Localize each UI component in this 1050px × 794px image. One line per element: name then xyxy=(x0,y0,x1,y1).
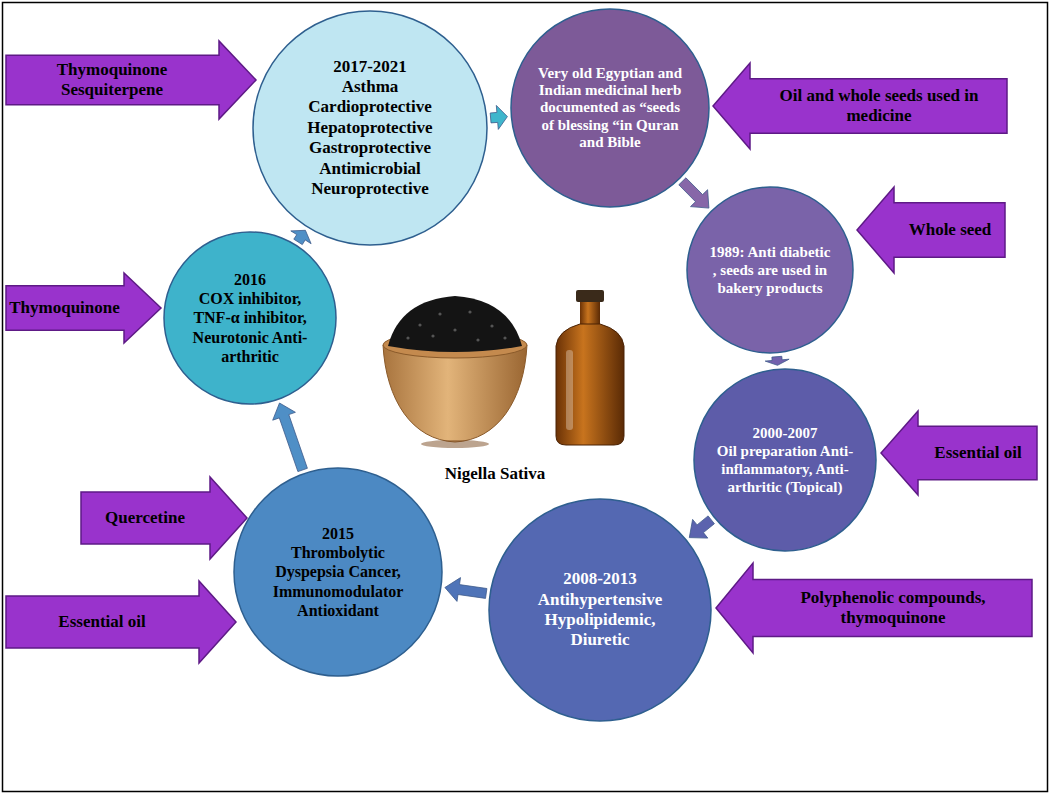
text-group: Thymoquinone xyxy=(9,298,120,318)
circle-text: Very old Egyptian and Indian medicinal h… xyxy=(538,65,683,151)
arrow-shape xyxy=(881,411,1037,495)
arrow-shape xyxy=(6,581,236,663)
text-group: 2016COX inhibitor, TNF-α inhibitor, Neur… xyxy=(190,270,310,366)
year-heading: 2000-2007 xyxy=(713,424,858,442)
source-arrow: Oil and whole seeds used in medicine xyxy=(712,62,1008,150)
timeline-circle: 1989: Anti diabetic , seeds are used in … xyxy=(686,186,854,354)
text-group: Essential oil xyxy=(58,612,145,632)
text-area: Very old Egyptian and Indian medicinal h… xyxy=(510,8,710,208)
text-group: 2000-2007Oil preparation Anti-inflammato… xyxy=(713,424,858,496)
source-arrow: Whole seed xyxy=(856,186,1006,274)
arrow-shape xyxy=(857,187,1005,273)
circle-text: COX inhibitor, TNF-α inhibitor, Neuroton… xyxy=(190,289,310,366)
cycle-arrow xyxy=(679,178,709,208)
text-group: Very old Egyptian and Indian medicinal h… xyxy=(538,65,683,151)
circle-text: Asthma Cardioprotective Hepatoprotective… xyxy=(294,77,446,199)
text-group: Thymoquinone Sesquiterpene xyxy=(37,60,187,101)
text-area: 2000-2007Oil preparation Anti-inflammato… xyxy=(693,368,877,552)
text-area: Thymoquinone Sesquiterpene xyxy=(5,55,219,105)
source-arrow: Essential oil xyxy=(5,580,237,664)
source-label: Polyphenolic compounds, thymoquinone xyxy=(788,588,998,629)
arrow-shape xyxy=(716,563,1032,653)
year-heading: 2017-2021 xyxy=(294,57,446,77)
circle-shape xyxy=(253,11,487,245)
source-arrow: Essential oil xyxy=(880,410,1038,496)
text-area: Essential oil xyxy=(918,426,1038,479)
source-arrow: Thymoquinone Sesquiterpene xyxy=(5,40,257,120)
circle-text: 1989: Anti diabetic , seeds are used in … xyxy=(708,243,833,297)
source-arrow: Thymoquinone xyxy=(5,272,162,344)
source-label: Whole seed xyxy=(909,220,992,240)
page-border xyxy=(3,3,1048,792)
oil-bottle xyxy=(556,290,624,445)
timeline-circle: 2016COX inhibitor, TNF-α inhibitor, Neur… xyxy=(163,231,337,405)
text-group: 2015Thrombolytic Dyspepsia Cancer, Immun… xyxy=(263,524,413,620)
text-group: 2008-2013Antihypertensive Hypolipidemic,… xyxy=(525,569,675,651)
text-area: 1989: Anti diabetic , seeds are used in … xyxy=(686,186,854,354)
figure-caption-label: Nigella Sativa xyxy=(445,464,546,484)
source-label: Essential oil xyxy=(934,443,1021,463)
text-area: Oil and whole seeds used in medicine xyxy=(750,79,1008,134)
year-heading: 2015 xyxy=(263,524,413,543)
text-area: 2016COX inhibitor, TNF-α inhibitor, Neur… xyxy=(163,231,337,405)
timeline-circle: 2015Thrombolytic Dyspepsia Cancer, Immun… xyxy=(233,467,443,677)
text-group: 1989: Anti diabetic , seeds are used in … xyxy=(708,243,833,297)
circle-shape xyxy=(164,232,336,404)
source-label: Thymoquinone xyxy=(9,298,120,318)
text-area: Quercetine xyxy=(80,492,210,544)
text-group: Quercetine xyxy=(105,508,185,528)
text-group: Essential oil xyxy=(934,443,1021,463)
text-area: Thymoquinone xyxy=(5,286,124,331)
seed-bowl xyxy=(383,296,527,448)
text-group: Oil and whole seeds used in medicine xyxy=(762,86,997,127)
source-label: Thymoquinone Sesquiterpene xyxy=(37,60,187,101)
circle-outline xyxy=(693,368,877,552)
circle-shape xyxy=(489,499,711,721)
circle-text: Oil preparation Anti-inflammatory, Anti-… xyxy=(713,442,858,496)
text-area: Essential oil xyxy=(5,596,199,648)
cycle-arrow xyxy=(765,356,789,365)
circle-shape xyxy=(687,187,853,353)
timeline-circle: 2000-2007Oil preparation Anti-inflammato… xyxy=(693,368,877,552)
text-area: 2008-2013Antihypertensive Hypolipidemic,… xyxy=(488,498,712,722)
cycle-arrow xyxy=(291,230,311,244)
source-arrow: Polyphenolic compounds, thymoquinone xyxy=(715,562,1033,654)
timeline-circle: 2008-2013Antihypertensive Hypolipidemic,… xyxy=(488,498,712,722)
circle-shape xyxy=(694,369,876,551)
text-area: 2017-2021Asthma Cardioprotective Hepatop… xyxy=(252,10,488,246)
arrow-shape xyxy=(6,41,256,119)
arrow-shape xyxy=(81,477,247,559)
cycle-arrow xyxy=(490,105,507,129)
text-group: 2017-2021Asthma Cardioprotective Hepatop… xyxy=(294,57,446,200)
text-area: Polyphenolic compounds, thymoquinone xyxy=(753,579,1033,636)
year-heading: 2016 xyxy=(190,270,310,289)
source-label: Oil and whole seeds used in medicine xyxy=(762,86,997,127)
circle-text: Antihypertensive Hypolipidemic, Diuretic xyxy=(525,590,675,651)
year-heading: 2008-2013 xyxy=(525,569,675,589)
circle-shape xyxy=(234,468,442,676)
text-group: Polyphenolic compounds, thymoquinone xyxy=(788,588,998,629)
source-label: Essential oil xyxy=(58,612,145,632)
source-arrow: Quercetine xyxy=(80,476,248,560)
text-area: 2015Thrombolytic Dyspepsia Cancer, Immun… xyxy=(233,467,443,677)
timeline-circle: Very old Egyptian and Indian medicinal h… xyxy=(510,8,710,208)
circle-shape xyxy=(511,9,709,207)
arrow-shape xyxy=(6,273,161,343)
cycle-arrow xyxy=(273,403,308,472)
text-area: Whole seed xyxy=(894,203,1006,258)
circle-text: Thrombolytic Dyspepsia Cancer, Immunomod… xyxy=(263,543,413,620)
cycle-arrow xyxy=(445,578,487,602)
source-label: Quercetine xyxy=(105,508,185,528)
cycle-arrow xyxy=(689,516,714,538)
text-group: Whole seed xyxy=(909,220,992,240)
arrow-shape xyxy=(713,63,1007,149)
timeline-circle: 2017-2021Asthma Cardioprotective Hepatop… xyxy=(252,10,488,246)
